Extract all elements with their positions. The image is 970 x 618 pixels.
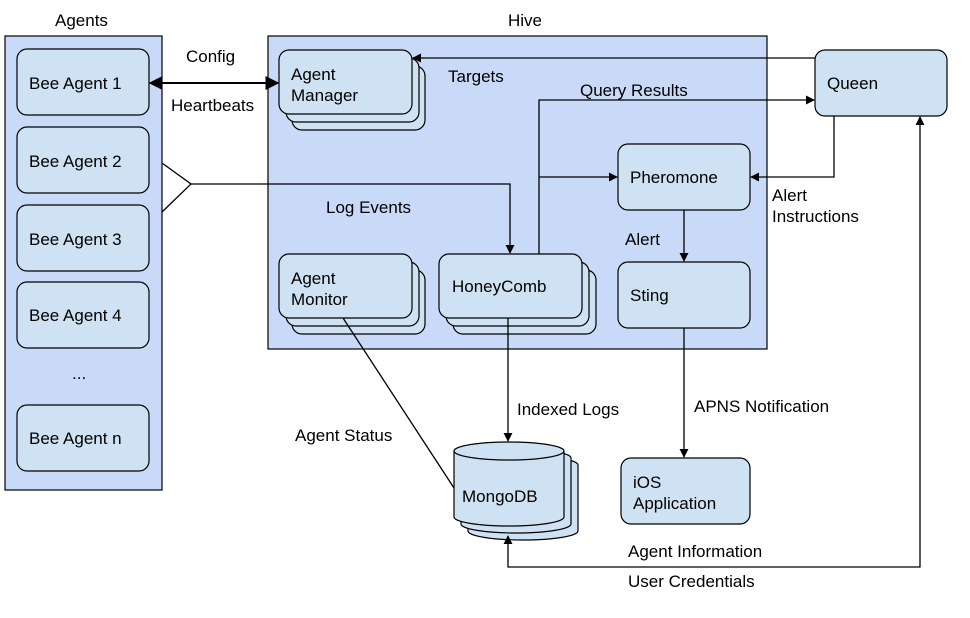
bee-agent-4-label: Bee Agent 4 <box>29 306 122 325</box>
indexed-logs-label: Indexed Logs <box>517 400 620 419</box>
log-events-label: Log Events <box>326 198 412 217</box>
hive-title: Hive <box>508 11 543 30</box>
query-results-label: Query Results <box>580 81 688 100</box>
bee-agent-ellipsis: ... <box>72 364 87 383</box>
log-events-fan <box>161 162 193 213</box>
bee-agent-1-label: Bee Agent 1 <box>29 74 122 93</box>
bee-agent-2-box <box>16 126 150 194</box>
agent-monitor-stack <box>278 253 426 335</box>
honeycomb-label: HoneyComb <box>452 277 547 296</box>
agent-status-edge <box>342 317 455 489</box>
bee-agent-boxes <box>16 48 150 472</box>
bee-agent-4-box <box>16 281 150 349</box>
agent-manager-label: Agent Manager <box>291 65 359 105</box>
alert-label: Alert <box>625 230 660 249</box>
bee-agent-3-label: Bee Agent 3 <box>29 230 122 249</box>
alert-instructions-label: Alert Instructions <box>772 186 859 226</box>
config-label: Config <box>186 47 236 66</box>
agent-monitor-box <box>278 253 413 319</box>
agents-title: Agents <box>55 11 108 30</box>
mongodb-label: MongoDB <box>462 487 538 506</box>
ios-app-label: iOS Application <box>633 473 717 513</box>
agent-monitor-label: Agent Monitor <box>291 269 348 309</box>
bee-agent-3-box <box>16 204 150 272</box>
queen-label: Queen <box>827 74 879 93</box>
agent-information-label: Agent Information <box>628 542 763 561</box>
bee-agent-n-label: Bee Agent n <box>29 429 122 448</box>
user-credentials-label: User Credentials <box>628 572 755 591</box>
apns-notification-label: APNS Notification <box>694 397 830 416</box>
agent-info-edge <box>503 116 925 568</box>
edges <box>148 53 925 568</box>
bee-agent-2-label: Bee Agent 2 <box>29 152 122 171</box>
heartbeats-label: Heartbeats <box>171 96 255 115</box>
sting-label: Sting <box>630 286 669 305</box>
targets-label: Targets <box>448 67 504 86</box>
agent-status-label: Agent Status <box>295 426 393 445</box>
queen-box <box>814 49 948 117</box>
pheromone-label: Pheromone <box>630 168 718 187</box>
mongodb-cylinder <box>453 441 565 527</box>
agent-manager-stack <box>278 49 426 131</box>
bee-agent-n-box <box>16 404 150 472</box>
